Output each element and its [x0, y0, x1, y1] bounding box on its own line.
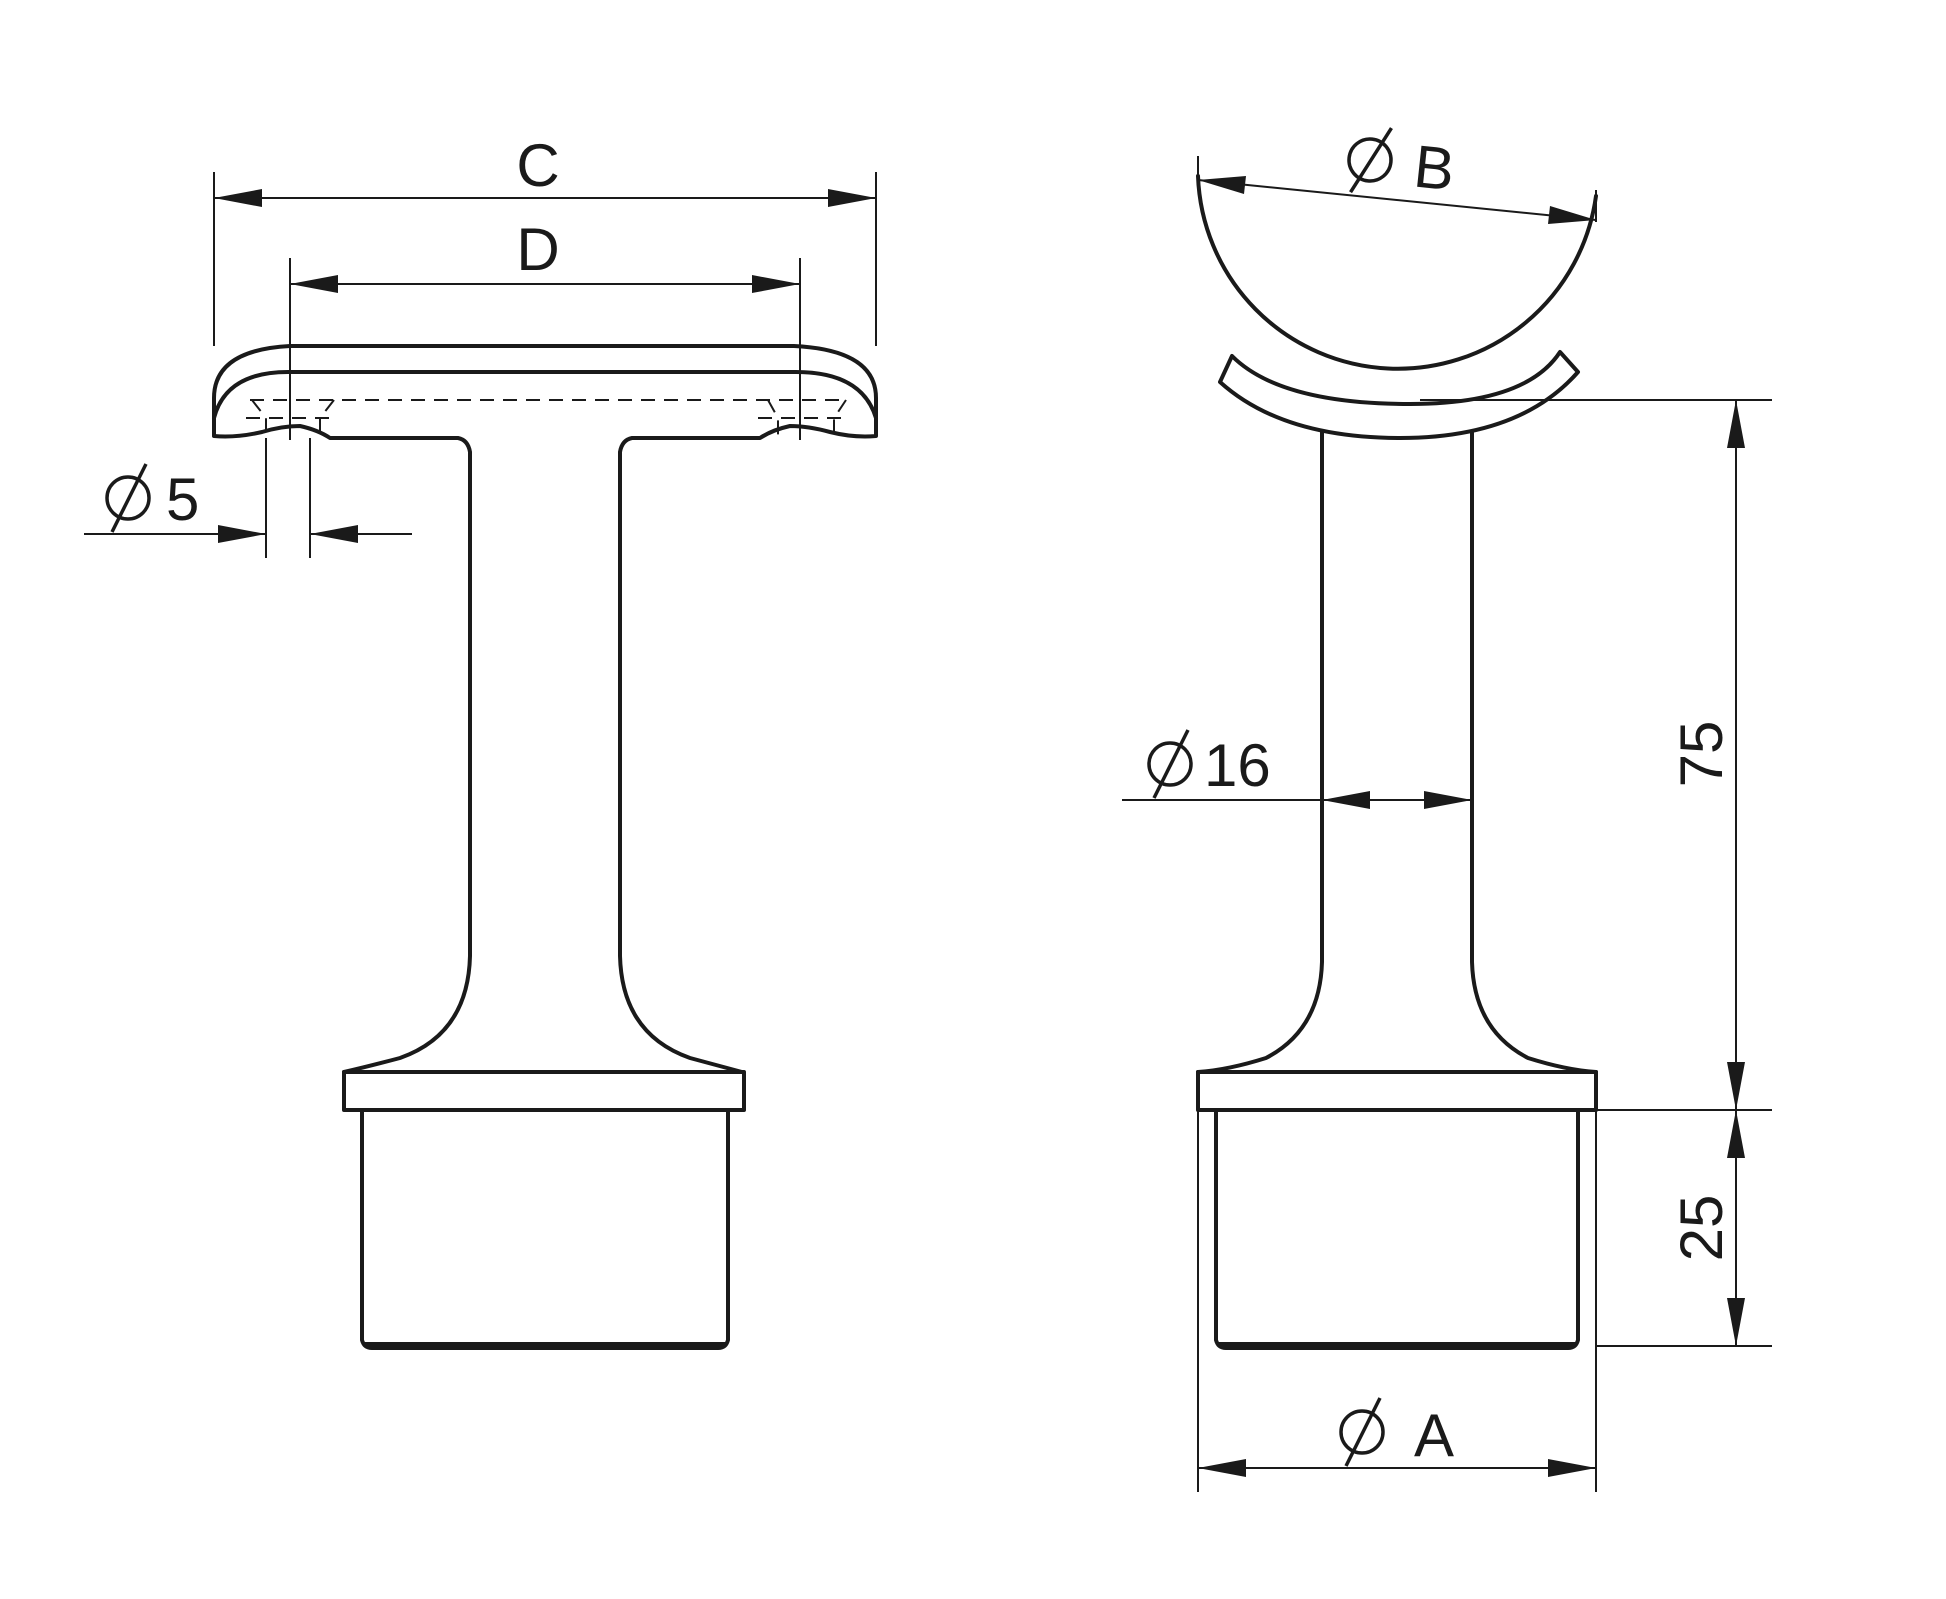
base-flange-front [1196, 1070, 1598, 1112]
dim-height-label: 75 [1668, 721, 1735, 788]
dim-stem-label: 16 [1204, 732, 1271, 799]
dim-b: B [1197, 127, 1597, 224]
dim-b-arrow-right [1548, 206, 1596, 224]
dim-c-label: C [516, 132, 559, 199]
dim-b-label: B [1411, 133, 1458, 204]
dim-hole-label: 5 [166, 466, 199, 533]
stem [1196, 430, 1598, 1074]
front-view: B 16 75 25 [1122, 127, 1772, 1492]
dim-d: D [289, 216, 801, 440]
diameter-symbol [1147, 729, 1193, 799]
dim-spigot-length-arrow-top [1727, 1110, 1745, 1158]
base-flange [342, 1070, 746, 1112]
dim-hole-arrow-left [218, 525, 266, 543]
saddle-inner-curve [212, 370, 878, 420]
dim-b-arrow-left [1198, 176, 1246, 194]
saddle-arc [1196, 174, 1598, 371]
dim-hole: 5 [84, 438, 412, 558]
dim-stem: 16 [1122, 729, 1472, 809]
diameter-symbol [105, 463, 151, 533]
dim-stem-arrow-right [1424, 791, 1472, 809]
dim-a-label: A [1414, 1402, 1454, 1469]
dim-spigot-length-arrow-bottom [1727, 1298, 1745, 1346]
side-view: C D 5 [84, 132, 878, 1350]
diameter-symbol [1347, 127, 1393, 194]
dim-stem-arrow-left [1322, 791, 1370, 809]
saddle-cup [1218, 350, 1580, 440]
dim-d-arrow-right [752, 275, 800, 293]
dim-height-arrow-top [1727, 400, 1745, 448]
dim-height-arrow-bottom [1727, 1062, 1745, 1110]
dim-d-label: D [516, 216, 559, 283]
hole-left-hidden [246, 399, 336, 436]
dim-a-arrow-left [1198, 1459, 1246, 1477]
dim-height: 75 [1420, 399, 1772, 1111]
diameter-symbol [1339, 1397, 1385, 1467]
dim-c-arrow-left [214, 189, 262, 207]
dim-c: C [213, 132, 877, 346]
saddle-plate [212, 344, 878, 1074]
hole-right-hidden [758, 399, 848, 436]
dim-spigot-length: 25 [1596, 1110, 1772, 1347]
dim-spigot-length-label: 25 [1668, 1195, 1735, 1262]
spigot [360, 1108, 730, 1350]
dim-a-arrow-right [1548, 1459, 1596, 1477]
dim-hole-arrow-right [310, 525, 358, 543]
dim-c-arrow-right [828, 189, 876, 207]
dim-d-arrow-left [290, 275, 338, 293]
spigot-front [1214, 1108, 1580, 1350]
dim-a: A [1197, 1110, 1597, 1492]
